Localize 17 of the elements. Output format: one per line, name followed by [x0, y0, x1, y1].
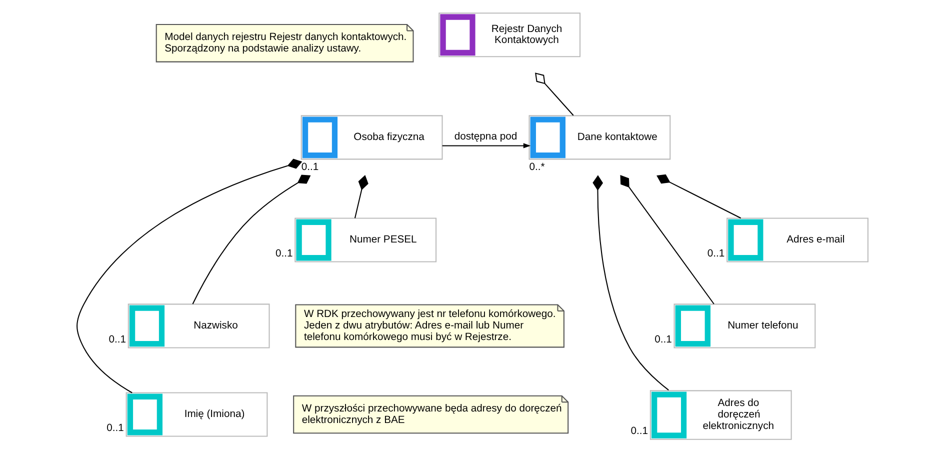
node-label: 0..1 [301, 162, 319, 173]
node-label: 0..* [529, 162, 545, 173]
connector [535, 72, 574, 116]
node-label: 0..1 [275, 248, 293, 260]
connector [656, 174, 742, 218]
node-label: 0..1 [707, 248, 725, 260]
node-label: 0..1 [108, 334, 126, 346]
node-label: 0..1 [106, 422, 124, 434]
node-label: 0..1 [630, 426, 648, 437]
connector [192, 174, 311, 304]
edge-label: dostępna pod [454, 131, 518, 142]
connector [76, 158, 302, 393]
connector [354, 174, 368, 218]
connector [592, 174, 669, 390]
node-label: 0..1 [654, 334, 672, 346]
connector [620, 174, 714, 304]
arrow [442, 142, 531, 148]
